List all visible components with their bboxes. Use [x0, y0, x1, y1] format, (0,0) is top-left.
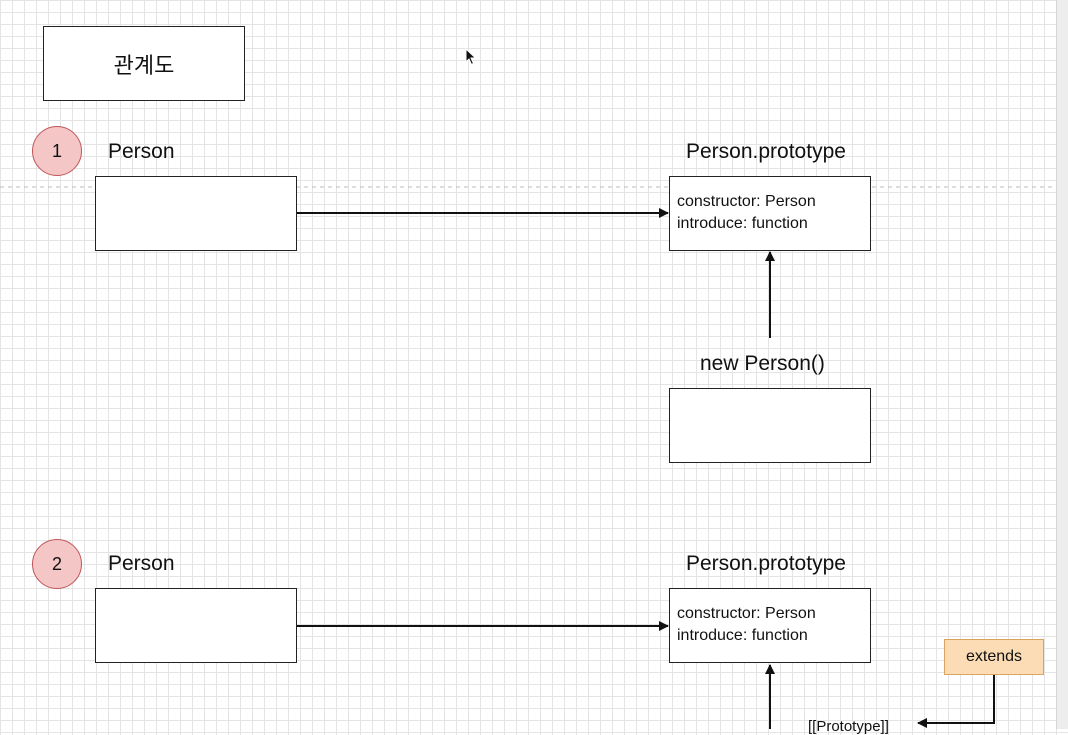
section-1-instance-box[interactable]	[669, 388, 871, 463]
section-2-prototype-members: constructor: Person introduce: function	[677, 603, 816, 647]
section-2-introduce-line: introduce: function	[677, 627, 808, 644]
section-2-prototype-box[interactable]	[669, 588, 871, 663]
section-2-person-box[interactable]	[95, 588, 297, 663]
section-1-prototype-box[interactable]	[669, 176, 871, 251]
section-2-number: 2	[51, 553, 62, 574]
prototype-link-label: [[Prototype]]	[808, 718, 889, 735]
section-1-prototype-members: constructor: Person introduce: function	[677, 191, 816, 235]
extends-box[interactable]: extends	[944, 639, 1044, 675]
arrow-extends-connector	[917, 675, 995, 728]
diagram-title-box[interactable]: 관계도	[43, 26, 245, 101]
mouse-pointer-icon	[465, 47, 477, 71]
diagram-title: 관계도	[113, 52, 175, 78]
section-1-introduce-line: introduce: function	[677, 215, 808, 232]
section-1-instance-label: new Person()	[700, 352, 825, 375]
section-1-prototype-label: Person.prototype	[686, 140, 846, 163]
section-1-person-box[interactable]	[95, 176, 297, 251]
section-2-prototype-label: Person.prototype	[686, 552, 846, 575]
right-scroll-strip[interactable]	[1056, 0, 1068, 729]
section-1-number-badge: 1	[32, 126, 82, 176]
section-1-constructor-line: constructor: Person	[677, 193, 816, 210]
extends-label: extends	[965, 648, 1023, 665]
section-1-person-label: Person	[108, 140, 175, 163]
section-2-person-label: Person	[108, 552, 175, 575]
section-1-number: 1	[51, 140, 62, 161]
section-2-number-badge: 2	[32, 539, 82, 589]
section-2-constructor-line: constructor: Person	[677, 605, 816, 622]
